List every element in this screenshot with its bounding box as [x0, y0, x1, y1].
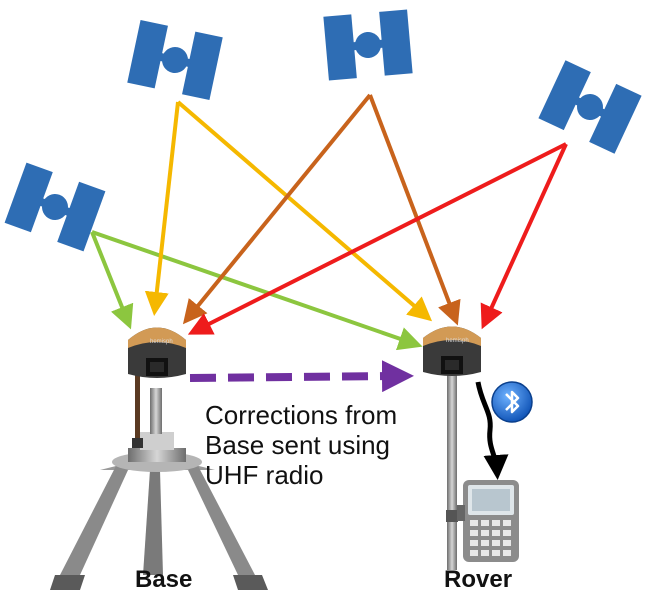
signal-arrow-orange-rover	[368, 94, 461, 326]
bluetooth-icon	[491, 381, 533, 423]
satellite-icon	[323, 9, 413, 81]
correction-caption: Corrections from Base sent using UHF rad…	[205, 400, 397, 490]
gnss-receiver-icon: hemisph	[128, 327, 186, 378]
satellite-icon	[127, 19, 223, 101]
signal-arrow-red-base	[187, 142, 567, 335]
base-station: hemisph	[50, 327, 268, 590]
signal-arrow-orange-base	[182, 93, 372, 325]
uhf-correction-link-arrow	[189, 360, 414, 393]
radio-antenna-icon	[132, 372, 143, 448]
svg-text:hemisph: hemisph	[150, 339, 173, 345]
satellite-icon	[538, 60, 642, 154]
rover-station: hemisph	[423, 326, 533, 570]
tripod-icon	[50, 388, 268, 590]
bluetooth-link-cable	[475, 381, 509, 480]
satellite-icon	[4, 162, 106, 252]
caption-line-2: Base sent using	[205, 430, 391, 460]
gnss-receiver-icon: hemisph	[423, 326, 481, 376]
caption-line-3: UHF radio	[205, 460, 324, 490]
caption-line-1: Corrections from	[205, 400, 398, 430]
signal-arrow-green-rover	[91, 230, 423, 351]
rover-pole	[447, 370, 457, 570]
svg-text:hemisph: hemisph	[446, 338, 469, 344]
rover-label: Rover	[444, 566, 513, 593]
signal-arrow-yellow-rover	[176, 100, 433, 322]
handheld-controller-icon	[457, 480, 519, 562]
signal-arrow-green-base	[90, 231, 134, 330]
base-label: Base	[135, 566, 193, 593]
signal-arrow-yellow-base	[144, 101, 180, 316]
signal-arrow-red-rover	[480, 143, 568, 330]
